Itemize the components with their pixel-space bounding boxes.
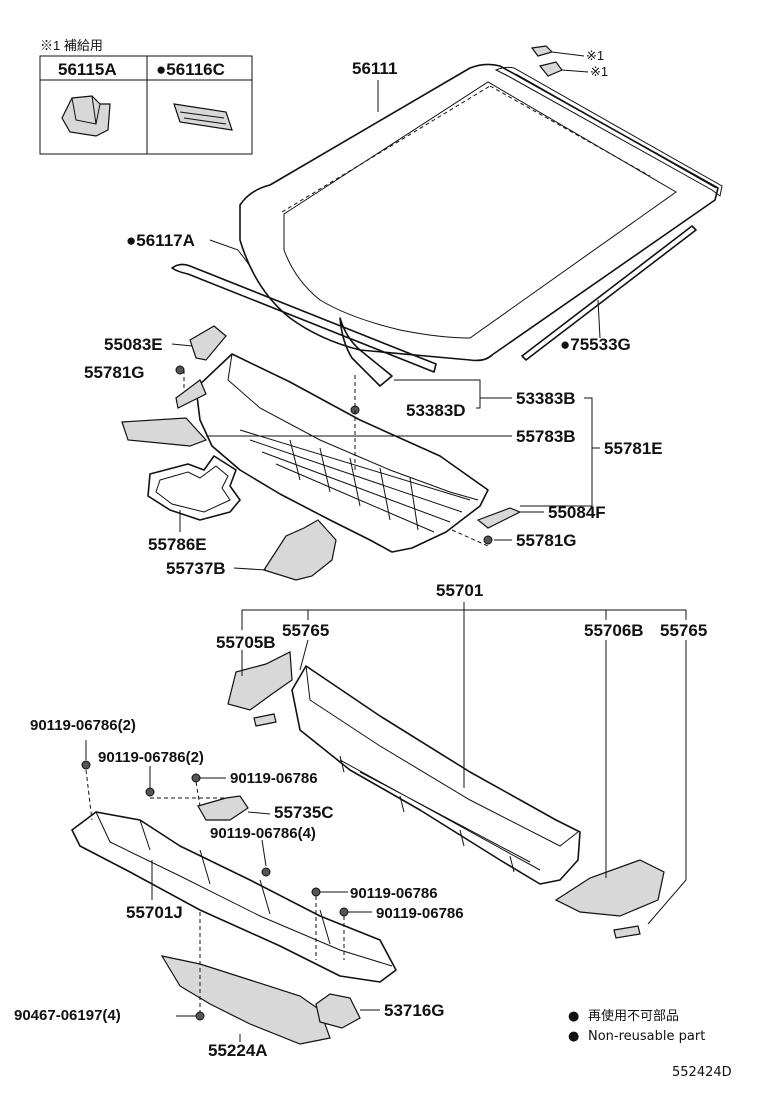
part-label-56111: 56111 bbox=[352, 59, 397, 78]
clip-55781G-bottom bbox=[483, 535, 493, 545]
diagram-id: 552424D bbox=[672, 1065, 732, 1080]
part-label-55705B: 55705B bbox=[216, 633, 276, 652]
part-label-55765-right: 55765 bbox=[660, 621, 707, 640]
part-label-75533G: ●75533G bbox=[560, 335, 631, 354]
bracket-55083E bbox=[189, 325, 227, 361]
bracket-55737B bbox=[263, 519, 337, 581]
bracket-53716G bbox=[315, 993, 361, 1029]
part-label-53383D: 53383D bbox=[406, 401, 466, 420]
bolt-b2 bbox=[145, 766, 230, 799]
spacer-55765-right bbox=[613, 925, 641, 939]
supply-caption: ※1 補給用 bbox=[40, 38, 103, 53]
bracket-55735C bbox=[197, 795, 249, 821]
note-marker-1: ※1 bbox=[586, 48, 604, 63]
part-label-55781E: 55781E bbox=[604, 439, 663, 458]
windshield-glass bbox=[239, 63, 723, 362]
part-label-55783B: 55783B bbox=[516, 427, 576, 446]
seal-53383B bbox=[339, 317, 393, 387]
cover-55224A bbox=[160, 955, 331, 1045]
weatherstrip-56117A bbox=[171, 239, 437, 373]
supply-box-frame bbox=[39, 55, 253, 155]
bolt-b1 bbox=[81, 740, 93, 821]
bolt-b6 bbox=[339, 907, 372, 960]
part-label-56116C: ●56116C bbox=[156, 60, 225, 79]
legend-text-en: Non-reusable part bbox=[588, 1029, 705, 1044]
bracket-55084F bbox=[476, 507, 522, 529]
part-label-56117A: ●56117A bbox=[126, 231, 195, 250]
weatherstrip-75533G bbox=[521, 225, 697, 361]
part-label-90467-06197: 90467-06197(4) bbox=[14, 1007, 121, 1024]
legend: ● 再使用不可部品 ● Non-reusable part bbox=[568, 1008, 705, 1044]
bolt-label-2: 90119-06786(2) bbox=[98, 749, 204, 766]
spacer-part-icon bbox=[173, 103, 233, 131]
bolt-b3 bbox=[191, 773, 226, 807]
part-label-55735C: 55735C bbox=[274, 803, 334, 822]
part-label-55224A: 55224A bbox=[208, 1041, 268, 1060]
bolt-label-3: 90119-06786 bbox=[230, 770, 318, 787]
cowl-panel-55701 bbox=[291, 665, 581, 885]
part-label-53383B: 53383B bbox=[516, 389, 576, 408]
seal-55783B bbox=[121, 417, 208, 447]
part-label-55786E: 55786E bbox=[148, 535, 207, 554]
part-label-53716G: 53716G bbox=[384, 1001, 445, 1020]
part-label-55737B: 55737B bbox=[166, 559, 226, 578]
clip-90467 bbox=[195, 1011, 205, 1021]
note-marker-2: ※1 bbox=[590, 64, 608, 79]
part-label-56115A: 56115A bbox=[58, 60, 117, 79]
legend-bullet-en: ● bbox=[568, 1029, 579, 1044]
supply-parts-box: ※1 補給用 56115A ●56116C bbox=[39, 38, 253, 155]
spacer-55765-left bbox=[253, 713, 277, 727]
clip-note-parts: ※1 ※1 bbox=[530, 45, 608, 79]
clip-part-icon bbox=[61, 95, 111, 137]
bolt-label-4: 90119-06786(4) bbox=[210, 825, 316, 842]
cowl-top-ventilator-louver bbox=[175, 353, 489, 553]
bolt-label-6: 90119-06786 bbox=[376, 905, 464, 922]
legend-text-jp: 再使用不可部品 bbox=[588, 1008, 679, 1024]
lower-cowl-panel-55701J bbox=[71, 811, 397, 983]
part-label-55765-left: 55765 bbox=[282, 621, 329, 640]
clip-55781G-top bbox=[175, 365, 185, 375]
bolt-label-5: 90119-06786 bbox=[350, 885, 438, 902]
part-label-55084F: 55084F bbox=[548, 503, 606, 522]
bolt-b4 bbox=[261, 839, 271, 877]
part-label-55706B: 55706B bbox=[584, 621, 644, 640]
bolt-b5 bbox=[311, 887, 348, 960]
seal-55786E bbox=[147, 455, 241, 521]
part-label-55701: 55701 bbox=[436, 581, 483, 600]
bracket-55705B bbox=[227, 651, 293, 711]
part-label-55701J: 55701J bbox=[126, 903, 183, 922]
legend-bullet-jp: ● bbox=[568, 1009, 579, 1024]
part-label-55083E: 55083E bbox=[104, 335, 163, 354]
bolt-label-1: 90119-06786(2) bbox=[30, 717, 136, 734]
part-label-55781G-top: 55781G bbox=[84, 363, 145, 382]
bracket-55706B bbox=[554, 859, 665, 917]
part-label-55781G-bottom: 55781G bbox=[516, 531, 577, 550]
